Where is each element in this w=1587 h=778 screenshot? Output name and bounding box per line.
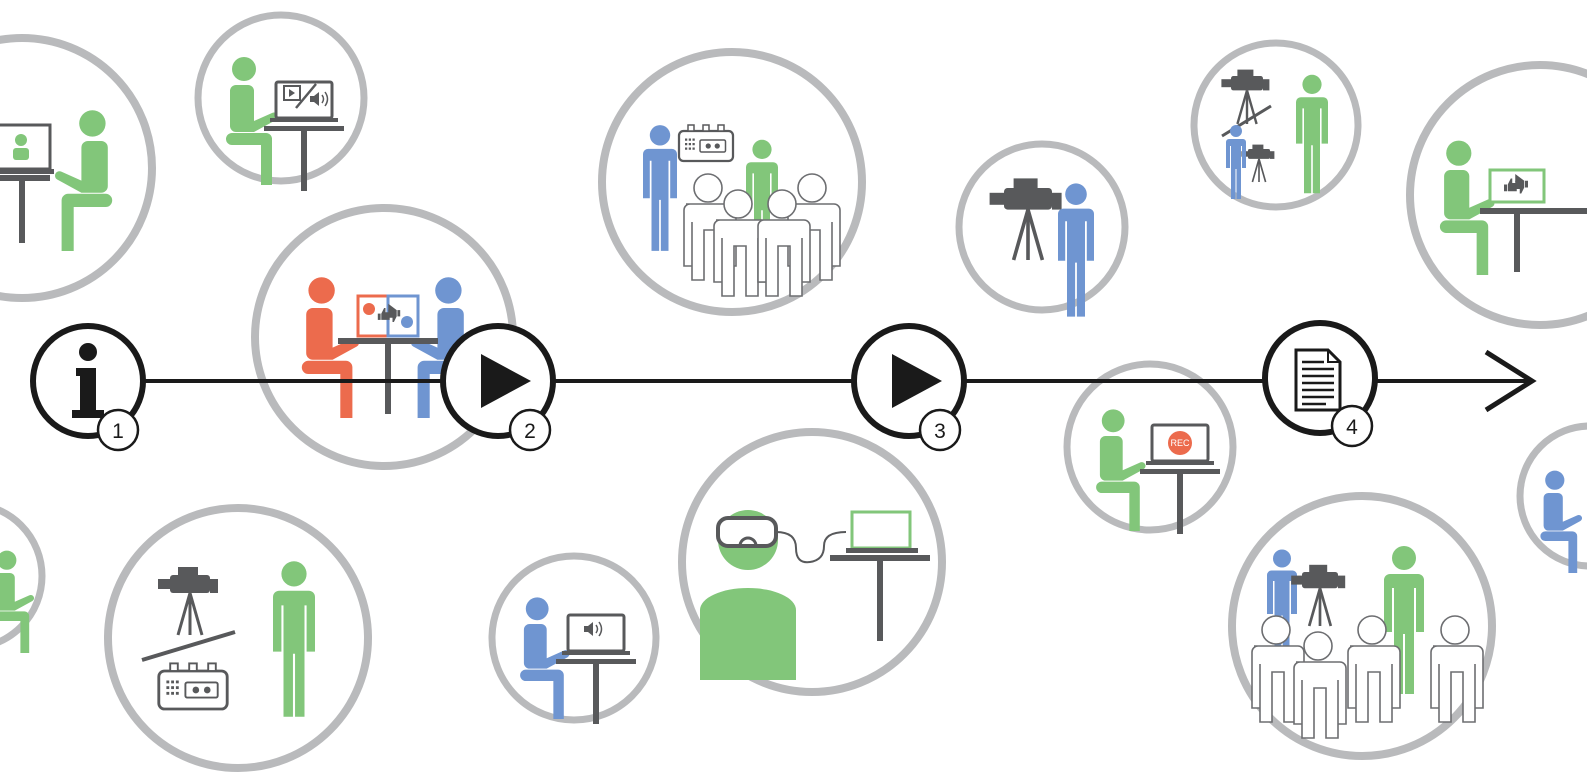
step-number: 3 (934, 420, 946, 443)
vr-headset-icon (716, 516, 778, 548)
step-4: 4 (1262, 320, 1378, 448)
step-3: 3 (851, 323, 967, 452)
scene-green-viewer-laptop (0, 34, 156, 302)
scene-green-vr-headset (678, 428, 946, 696)
step-2: 2 (440, 323, 556, 452)
timeline: 1 2 3 (30, 320, 1537, 452)
step-1: 1 (30, 323, 146, 452)
rec-label: REC (1170, 438, 1190, 448)
rec-indicator-icon (1168, 431, 1192, 455)
speaker-icon (584, 621, 603, 637)
scene-green-laptop-rec: REC (1063, 360, 1237, 536)
info-icon (72, 343, 104, 418)
document-icon (1294, 348, 1342, 412)
scene-green-laptop-thumbs (1406, 61, 1587, 329)
step-number: 4 (1346, 416, 1358, 439)
play-icon (481, 354, 531, 408)
scene-camera-recorder-green (104, 504, 372, 772)
scene-camera-crowd-green (1228, 492, 1496, 760)
scene-blue-partial-right (1516, 422, 1587, 573)
step-number: 2 (524, 420, 536, 443)
scene-blue-presenter-crowd (598, 48, 866, 316)
arrow-head-icon (1484, 349, 1537, 413)
scene-blue-camera-operator (955, 140, 1129, 317)
scene-blue-laptop-audio (488, 552, 660, 726)
video-audio-icon (283, 83, 329, 109)
scene-green-laptop-video-audio (194, 11, 368, 193)
step-number: 1 (112, 420, 124, 443)
laptop-icon (0, 123, 52, 171)
scene-camera-or-recorder-green (1190, 39, 1362, 211)
scene-green-partial-left (0, 506, 46, 653)
play-icon (892, 354, 942, 408)
